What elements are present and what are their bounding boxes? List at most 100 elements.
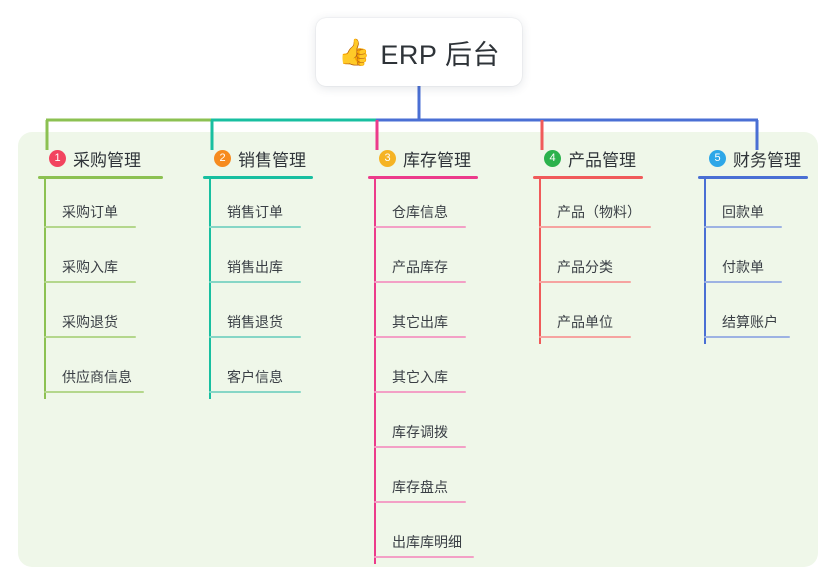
branch-number-badge: 4 [544,149,561,167]
branch-item[interactable]: 其它入库 [368,344,478,399]
branch-item-label: 供应商信息 [62,369,132,385]
branch-title: 财务管理 [733,150,801,170]
branch-item-underline [539,281,631,283]
branch-item-label: 回款单 [722,204,764,220]
branch-header-rule [38,176,163,179]
branch-item-underline [704,226,782,228]
branch-item-underline [374,391,466,393]
branch-item[interactable]: 产品库存 [368,234,478,289]
branch-item-label: 仓库信息 [392,204,448,220]
branch-item[interactable]: 付款单 [698,234,808,289]
branch-item-underline [539,336,631,338]
branch-item-label: 付款单 [722,259,764,275]
branch-item[interactable]: 其它出库 [368,289,478,344]
branch-item-label: 其它入库 [392,369,448,385]
branch-item[interactable]: 采购退货 [38,289,163,344]
branch-item-underline [209,281,301,283]
branch-spine [209,179,211,399]
branch-item-underline [374,336,466,338]
root-node[interactable]: 👍 ERP 后台 [316,18,522,86]
branch-item-label: 客户信息 [227,369,283,385]
branches-background-panel [18,132,818,567]
branch-item-label: 产品库存 [392,259,448,275]
branch-header[interactable]: 4 产品管理 [533,145,643,171]
branch-spine [539,179,541,344]
branch-item[interactable]: 供应商信息 [38,344,163,399]
branch-item-label: 产品（物料） [557,204,641,220]
branch-title: 采购管理 [73,150,141,170]
branch-item-underline [704,336,790,338]
branch-item[interactable]: 产品（物料） [533,179,651,234]
branch-item-list: 销售订单销售出库销售退货客户信息 [203,179,313,399]
root-node-title: ERP 后台 [380,39,500,70]
branch-item-underline [44,336,136,338]
branch-header-rule [203,176,313,179]
branch-item[interactable]: 采购入库 [38,234,163,289]
branch-item[interactable]: 产品单位 [533,289,643,344]
branch-item-underline [44,391,144,393]
branch-spine [44,179,46,399]
branch-title: 库存管理 [403,150,471,170]
branch-number-badge: 3 [379,149,396,167]
branch-header[interactable]: 1 采购管理 [38,145,163,171]
branch-number-badge: 1 [49,149,66,167]
branch-header-rule [368,176,478,179]
branch-item-label: 其它出库 [392,314,448,330]
branch-item-label: 采购退货 [62,314,118,330]
branch-item-underline [374,556,474,558]
branch-item-underline [374,501,466,503]
branch-item[interactable]: 结算账户 [698,289,808,344]
branch-column-3: 3 库存管理仓库信息产品库存其它出库其它入库库存调拨库存盘点出库库明细 [368,145,478,564]
branch-item-label: 产品分类 [557,259,613,275]
branch-item-underline [539,226,651,228]
branch-column-4: 4 产品管理产品（物料） 产品分类产品单位 [533,145,651,344]
branch-item[interactable]: 库存调拨 [368,399,478,454]
branch-item-underline [44,281,136,283]
branch-item[interactable]: 销售订单 [203,179,313,234]
branch-title: 销售管理 [238,150,306,170]
branch-number-badge: 2 [214,149,231,167]
branch-item-list: 采购订单采购入库采购退货供应商信息 [38,179,163,399]
branch-header[interactable]: 3 库存管理 [368,145,478,171]
branch-item-underline [374,446,466,448]
branch-item-underline [209,336,301,338]
branch-header-rule [533,176,643,179]
branch-item-underline [704,281,782,283]
branch-item-label: 销售订单 [227,204,283,220]
branch-item[interactable]: 库存盘点 [368,454,478,509]
branch-header-rule [698,176,808,179]
branch-column-2: 2 销售管理销售订单销售出库销售退货客户信息 [203,145,313,399]
branch-header[interactable]: 2 销售管理 [203,145,313,171]
branch-item[interactable]: 仓库信息 [368,179,478,234]
branch-item-label: 销售出库 [227,259,283,275]
branch-spine [374,179,376,564]
branch-item-label: 产品单位 [557,314,613,330]
branch-item-label: 出库库明细 [392,534,462,550]
branch-item-label: 库存盘点 [392,479,448,495]
branch-item-label: 结算账户 [722,314,778,330]
branch-spine [704,179,706,344]
branch-title: 产品管理 [568,150,636,170]
branch-item-label: 库存调拨 [392,424,448,440]
branch-column-1: 1 采购管理采购订单采购入库采购退货供应商信息 [38,145,163,399]
branch-item[interactable]: 回款单 [698,179,808,234]
branch-item-underline [44,226,136,228]
branch-item[interactable]: 销售出库 [203,234,313,289]
branch-item[interactable]: 客户信息 [203,344,313,399]
branch-item-underline [209,391,301,393]
branch-item-label: 采购入库 [62,259,118,275]
branch-item-label: 采购订单 [62,204,118,220]
branch-item[interactable]: 出库库明细 [368,509,478,564]
branch-item[interactable]: 产品分类 [533,234,643,289]
thumbs-up-icon: 👍 [338,37,371,67]
branch-item[interactable]: 销售退货 [203,289,313,344]
branch-item-list: 仓库信息产品库存其它出库其它入库库存调拨库存盘点出库库明细 [368,179,478,564]
branch-item-list: 产品（物料） 产品分类产品单位 [533,179,651,344]
branch-item-underline [374,281,466,283]
branch-item[interactable]: 采购订单 [38,179,163,234]
branch-item-list: 回款单付款单结算账户 [698,179,808,344]
